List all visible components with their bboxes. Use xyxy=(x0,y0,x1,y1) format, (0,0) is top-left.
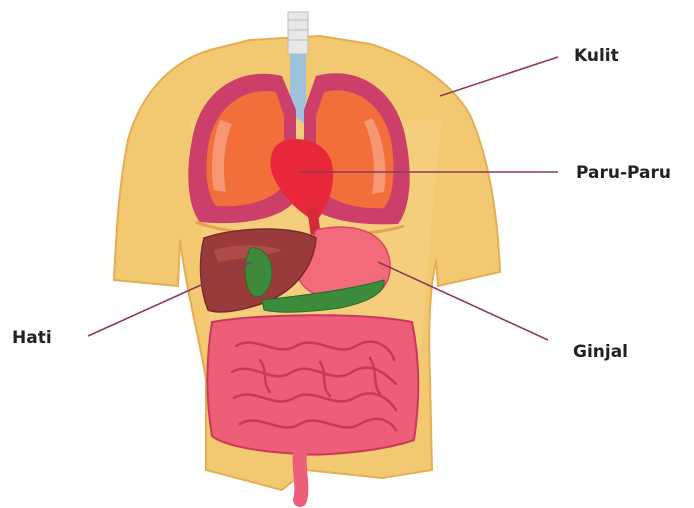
rectum xyxy=(300,452,302,500)
trachea xyxy=(288,12,308,54)
label-hati: Hati xyxy=(12,328,52,348)
label-kulit: Kulit xyxy=(574,46,619,66)
large-intestine xyxy=(208,315,419,454)
label-paru-paru: Paru-Paru xyxy=(576,163,671,183)
leader-line-kulit xyxy=(440,57,558,96)
label-ginjal: Ginjal xyxy=(573,342,628,362)
